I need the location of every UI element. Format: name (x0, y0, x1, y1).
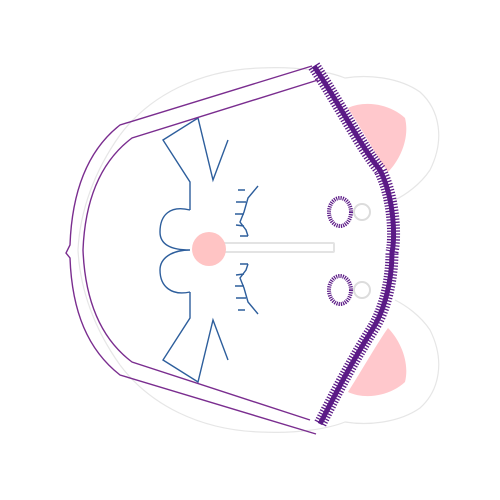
whisker-top (162, 116, 229, 210)
whisker-stitches (159, 116, 229, 384)
eye-bottom (327, 274, 353, 306)
faint-outline-left (77, 134, 121, 366)
faint-outline-top (119, 67, 440, 201)
faint-outline (77, 67, 440, 433)
face-outline-outer (65, 65, 317, 435)
eyelash-stitches (235, 185, 259, 315)
eye-satin (327, 196, 353, 306)
whisker-bottom (162, 292, 229, 384)
muzzle-curve (159, 208, 191, 294)
mouth-line (209, 242, 335, 253)
satin-border-hatch (308, 62, 401, 427)
eye-highlights (353, 203, 371, 299)
eyelash-bottom (235, 263, 259, 315)
eye-highlight-top (353, 203, 371, 221)
face-running-stitch (65, 65, 319, 435)
face-outline-inner (82, 79, 319, 421)
faint-outline-bottom (119, 299, 440, 433)
eyelash-top (235, 185, 259, 237)
ear-bottom (348, 328, 407, 397)
ear-fill (348, 103, 407, 397)
eye-top (327, 196, 353, 228)
mouth-bar (209, 242, 335, 253)
ear-top (348, 103, 407, 172)
nose-fill (192, 232, 226, 266)
eye-highlight-bottom (353, 281, 371, 299)
satin-stitch-border (308, 62, 401, 427)
